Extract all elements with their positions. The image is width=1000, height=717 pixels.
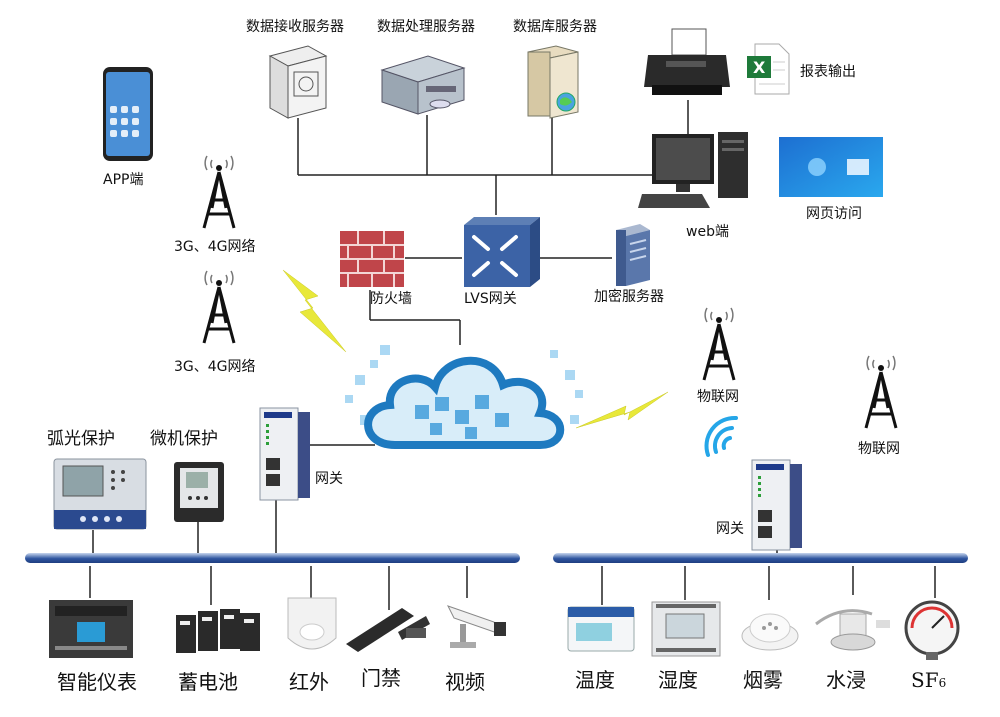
smart-meter-icon: [49, 600, 133, 658]
sf6-gauge-icon: [904, 600, 960, 660]
left-device-label: 蓄电池: [178, 670, 238, 694]
micro-protection-label: 微机保护: [150, 429, 218, 449]
encryption-server-label: 加密服务器: [594, 289, 664, 305]
sf6-label: SF6: [911, 670, 946, 690]
right-device-label: 烟雾: [743, 668, 783, 692]
lightning-bolt-icon: [282, 269, 347, 353]
cell-tower-icon: [202, 155, 236, 229]
access-control-icon: [346, 608, 430, 652]
water-leak-sensor-icon: [815, 609, 890, 651]
left-device-label: 门禁: [361, 666, 401, 690]
sf6-label-base: SF: [911, 668, 939, 692]
gateway-device-icon: [751, 459, 802, 551]
iot-label-1: 物联网: [697, 389, 739, 405]
network-3g4g-label-2: 3G、4G网络: [174, 359, 256, 375]
wifi-signal-icon: [704, 415, 738, 457]
left-device-label: 红外: [289, 670, 329, 694]
lvs-gateway-icon: [464, 217, 540, 287]
infrared-sensor-icon: [287, 597, 337, 650]
web-client-label: web端: [686, 224, 729, 240]
printer-icon: [644, 28, 730, 95]
iot-tower-icon: [702, 307, 736, 381]
webpage-screenshot-icon: [779, 137, 883, 197]
sf6-label-sub: 6: [938, 676, 947, 690]
right-device-label: 温度: [575, 668, 615, 692]
encryption-server-icon: [616, 224, 650, 286]
report-output-label: 报表输出: [800, 64, 856, 80]
iot-label-2: 物联网: [858, 441, 900, 457]
gateway-label-left: 网关: [315, 471, 343, 487]
process-server-icon: [380, 55, 466, 115]
process-server-label: 数据处理服务器: [377, 19, 475, 35]
humidity-sensor-icon: [651, 601, 721, 657]
left-field-bus: [25, 553, 520, 563]
right-device-label: 水浸: [826, 668, 866, 692]
gateway-label-right: 网关: [716, 521, 744, 537]
receive-server-label: 数据接收服务器: [246, 19, 344, 35]
excel-document-icon: X: [747, 43, 790, 95]
smartphone-icon: [103, 67, 153, 161]
cell-tower-icon: [202, 270, 236, 344]
database-server-label: 数据库服务器: [513, 19, 597, 35]
firewall-label: 防火墙: [370, 291, 412, 307]
smoke-detector-icon: [741, 613, 799, 651]
arc-protection-label: 弧光保护: [47, 429, 115, 449]
video-camera-icon: [447, 605, 506, 648]
right-field-bus: [553, 553, 968, 563]
temperature-sensor-icon: [567, 606, 635, 652]
lvs-gateway-label: LVS网关: [464, 291, 517, 307]
micro-protection-device-icon: [174, 462, 224, 522]
arc-protection-device-icon: [53, 458, 147, 530]
left-device-label: 视频: [445, 670, 485, 694]
right-device-label: 湿度: [658, 668, 698, 692]
network-3g4g-label-1: 3G、4G网络: [174, 239, 256, 255]
cloud-icon: [345, 345, 583, 449]
firewall-icon: [340, 231, 404, 287]
battery-icon: [176, 609, 260, 653]
desktop-computer-icon: [638, 132, 748, 208]
left-device-label: 智能仪表: [57, 670, 137, 694]
web-access-label: 网页访问: [806, 206, 862, 222]
app-label: APP端: [103, 172, 144, 188]
receive-server-icon: [268, 45, 328, 119]
svg-text:X: X: [753, 58, 766, 77]
gateway-device-icon: [259, 407, 310, 501]
lightning-bolt-icon: [575, 391, 669, 429]
database-server-icon: [527, 45, 579, 119]
iot-tower-icon: [864, 355, 898, 429]
